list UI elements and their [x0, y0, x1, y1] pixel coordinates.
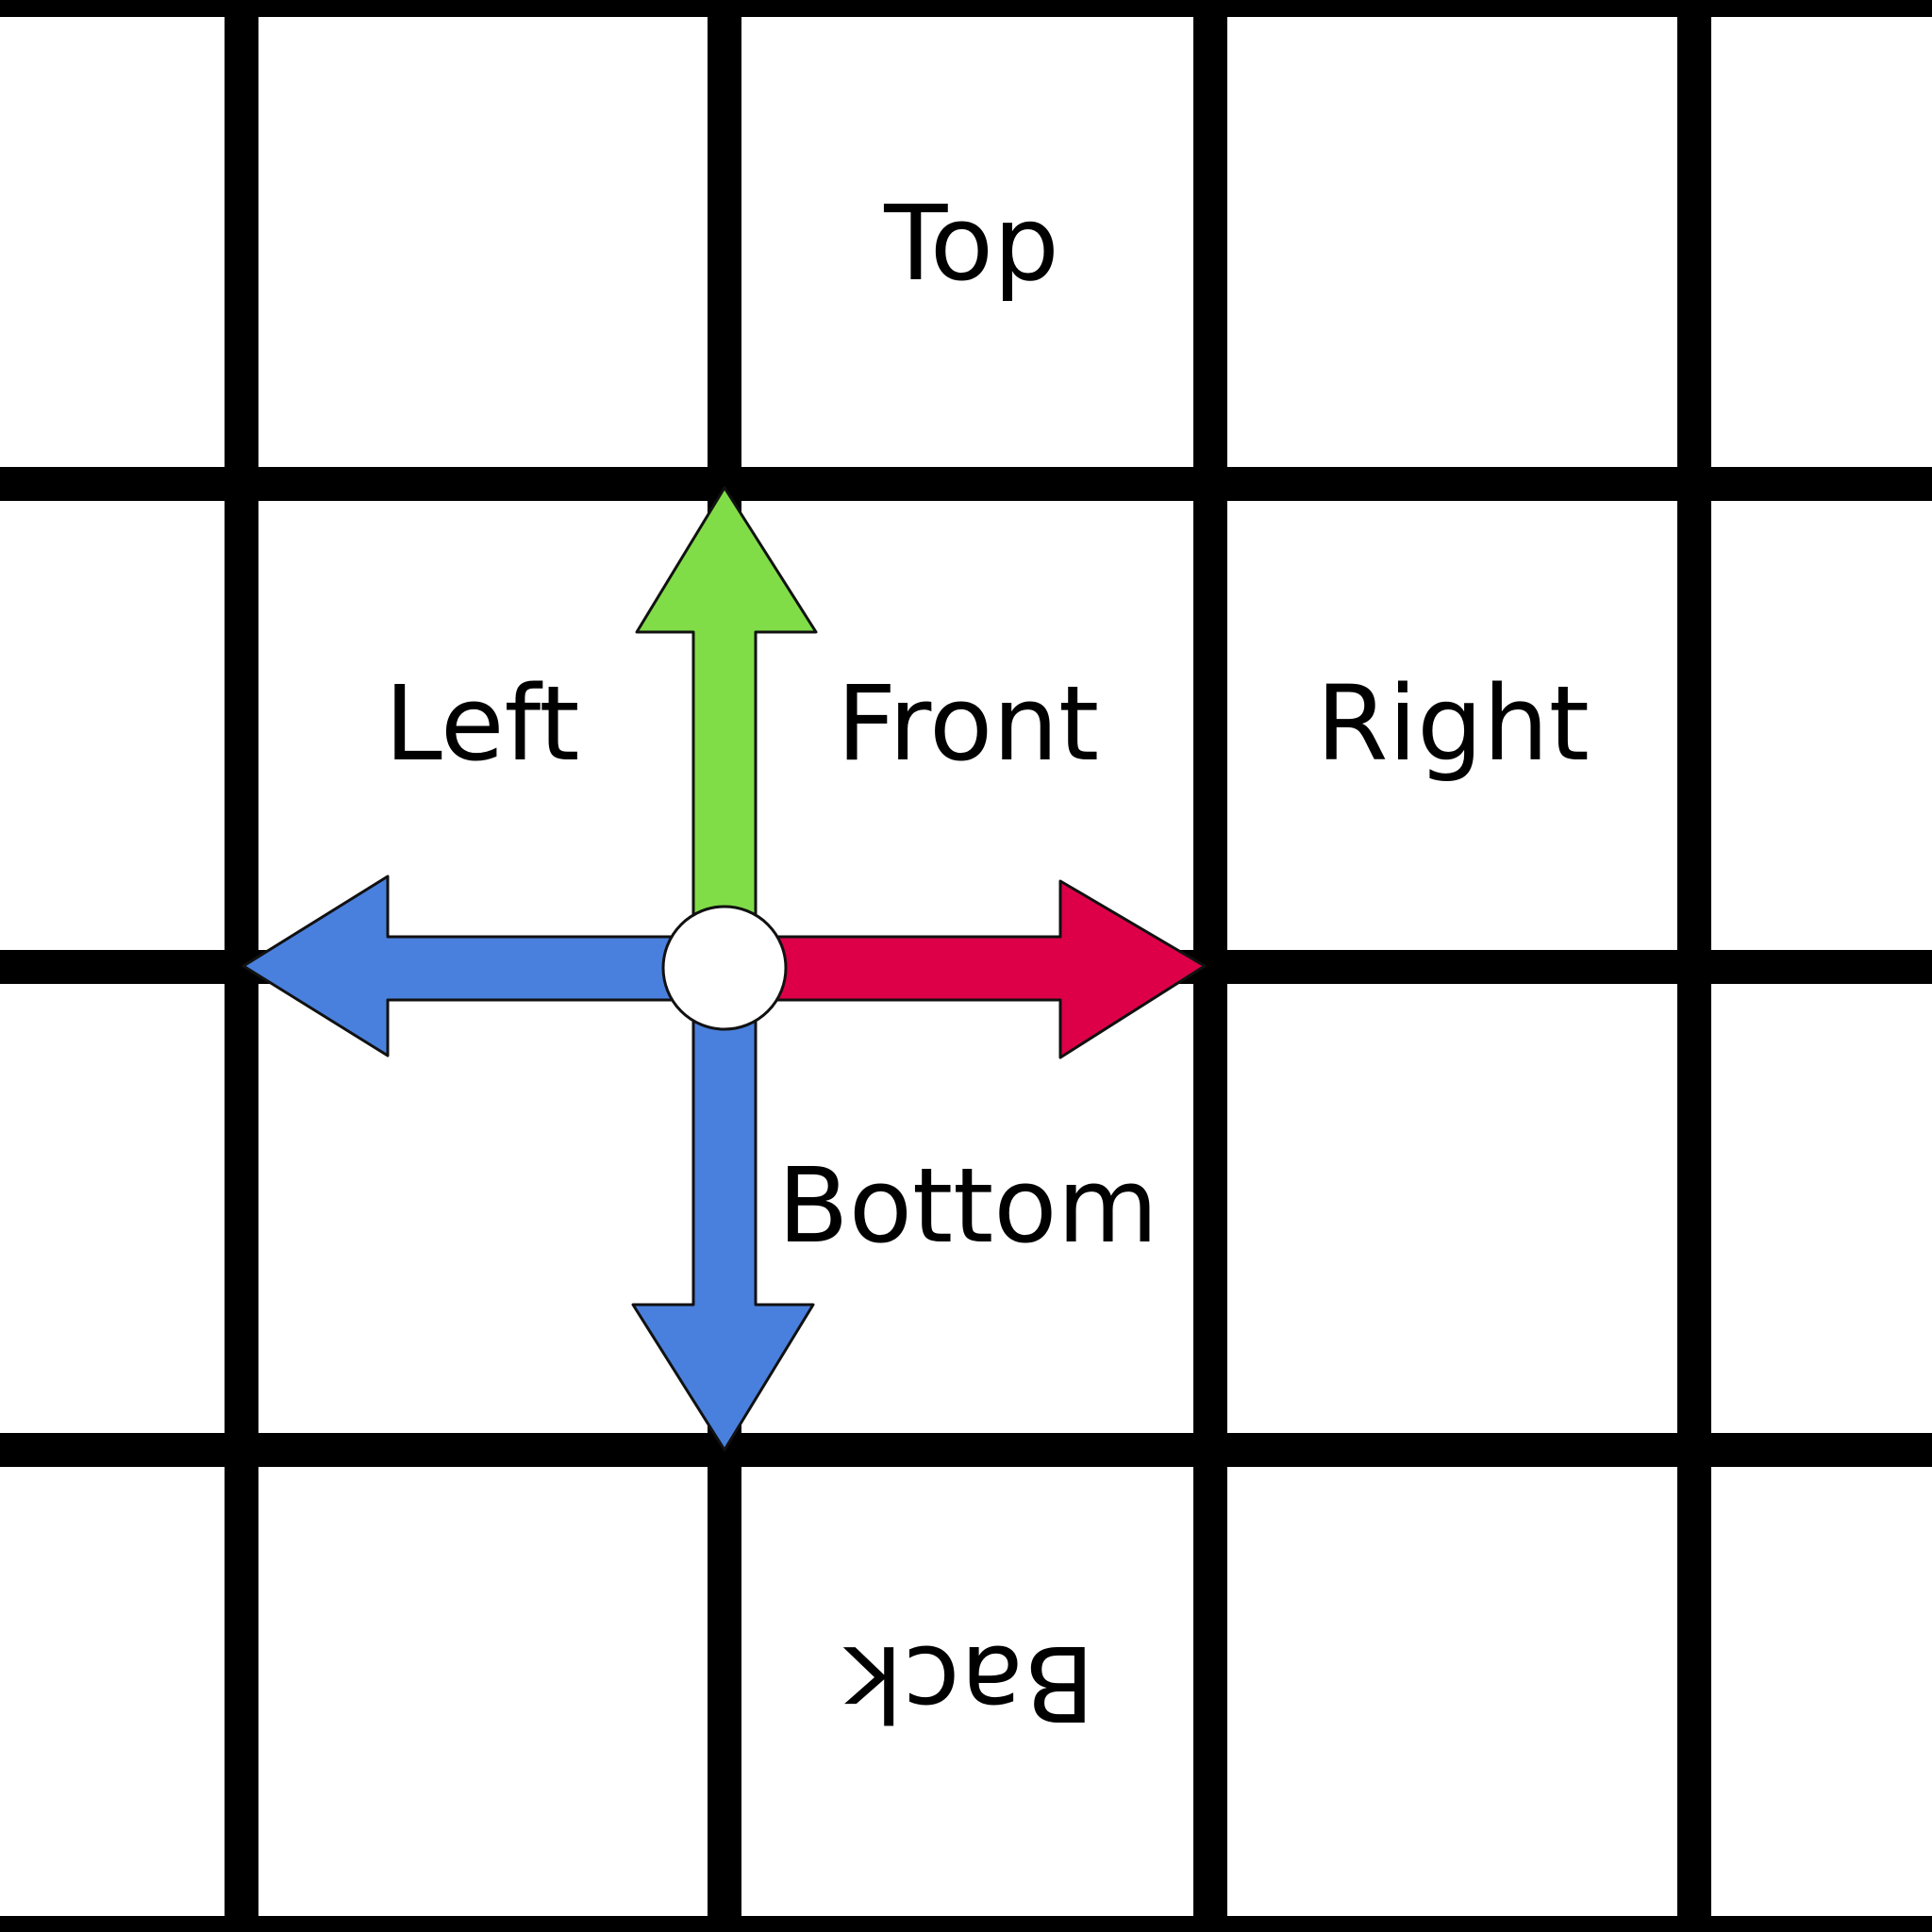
arrow-up — [635, 486, 818, 922]
arrow-down — [631, 998, 815, 1452]
grid-line-horizontal-top — [0, 0, 1932, 17]
origin-marker — [661, 905, 788, 1031]
face-label-left: Left — [385, 663, 580, 784]
arrow-right — [753, 879, 1207, 1059]
axis-arrows — [242, 486, 1207, 1452]
face-label-bottom: Bottom — [777, 1145, 1158, 1266]
face-label-front: Front — [837, 663, 1099, 784]
grid-line-horizontal — [0, 467, 1932, 501]
face-label-right: Right — [1316, 663, 1590, 784]
grid-line-horizontal — [0, 1433, 1932, 1467]
arrow-left — [242, 874, 695, 1058]
face-label-top: Top — [883, 183, 1059, 304]
face-label-back: Back — [842, 1623, 1094, 1743]
grid-line-vertical — [1677, 0, 1711, 1932]
grid-line-horizontal-bottom — [0, 1916, 1932, 1932]
